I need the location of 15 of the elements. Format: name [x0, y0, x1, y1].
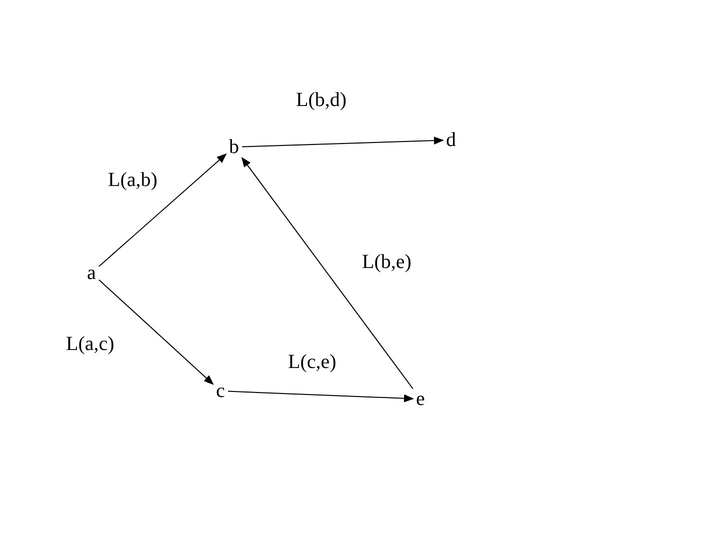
edge-label: L(c,e): [288, 352, 336, 372]
arrow: [242, 136, 444, 148]
node-label: b: [226, 135, 242, 159]
node-label: c: [213, 379, 228, 403]
edge-label: L(b,e): [362, 252, 412, 272]
arrow: [241, 157, 414, 390]
arrow: [228, 390, 414, 402]
arrow: [98, 279, 214, 385]
node-label: a: [84, 261, 99, 285]
node-label: e: [413, 387, 428, 411]
edge-label: L(b,d): [296, 90, 347, 110]
edge-label: L(a,b): [108, 170, 158, 190]
arrow: [98, 153, 227, 267]
edge-label: L(a,c): [66, 334, 114, 354]
node-label: d: [443, 128, 459, 152]
